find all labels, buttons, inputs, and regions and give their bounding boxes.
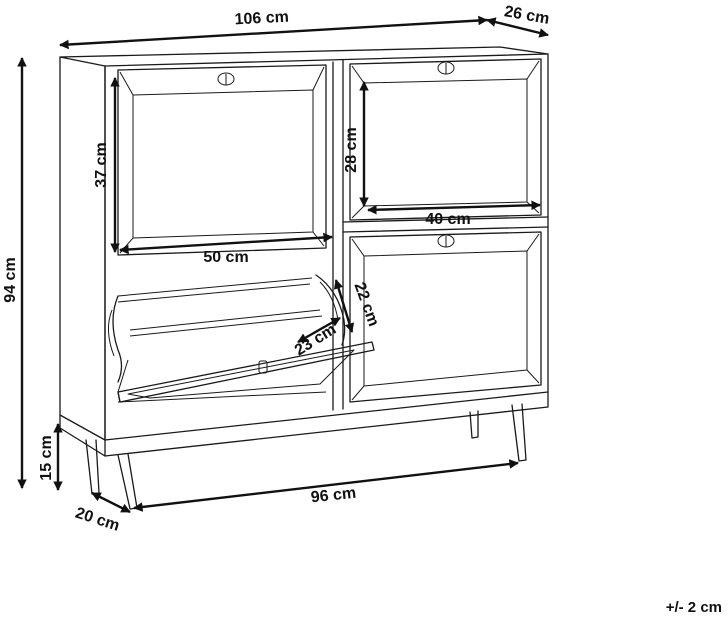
label-right-door-height: 28 cm xyxy=(343,127,360,172)
dimension-labels: 106 cm 26 cm 94 cm 15 cm 20 cm 96 cm 37 … xyxy=(2,3,722,616)
label-right-door-width: 40 cm xyxy=(425,211,470,228)
dim-line-left-door-width xyxy=(119,232,333,255)
label-width-top: 106 cm xyxy=(234,9,289,29)
door-top-right xyxy=(349,58,542,221)
dim-line-depth-base xyxy=(91,491,131,514)
label-left-door-height: 37 cm xyxy=(93,142,110,187)
label-height-total: 94 cm xyxy=(2,257,19,302)
dim-line-shelf-height xyxy=(333,279,355,333)
dim-line-right-door-width xyxy=(367,200,541,215)
cabinet-outline xyxy=(59,46,549,457)
dim-line-shelf-depth xyxy=(297,316,341,344)
label-width-legs: 96 cm xyxy=(310,485,357,507)
dimension-lines xyxy=(17,15,549,514)
label-left-door-width: 50 cm xyxy=(203,249,248,266)
dim-line-depth-top xyxy=(486,17,549,38)
label-depth-base: 20 cm xyxy=(73,505,121,535)
legs xyxy=(85,403,527,510)
dim-line-width-top xyxy=(59,15,488,50)
label-height-legs: 15 cm xyxy=(38,435,55,480)
label-depth-top: 26 cm xyxy=(503,3,551,28)
label-shelf-height: 22 cm xyxy=(350,280,381,328)
tolerance-note: +/- 2 cm xyxy=(666,599,722,616)
door-bottom-right xyxy=(349,231,542,403)
dim-line-width-legs xyxy=(133,459,519,512)
door-top-left xyxy=(117,64,327,256)
